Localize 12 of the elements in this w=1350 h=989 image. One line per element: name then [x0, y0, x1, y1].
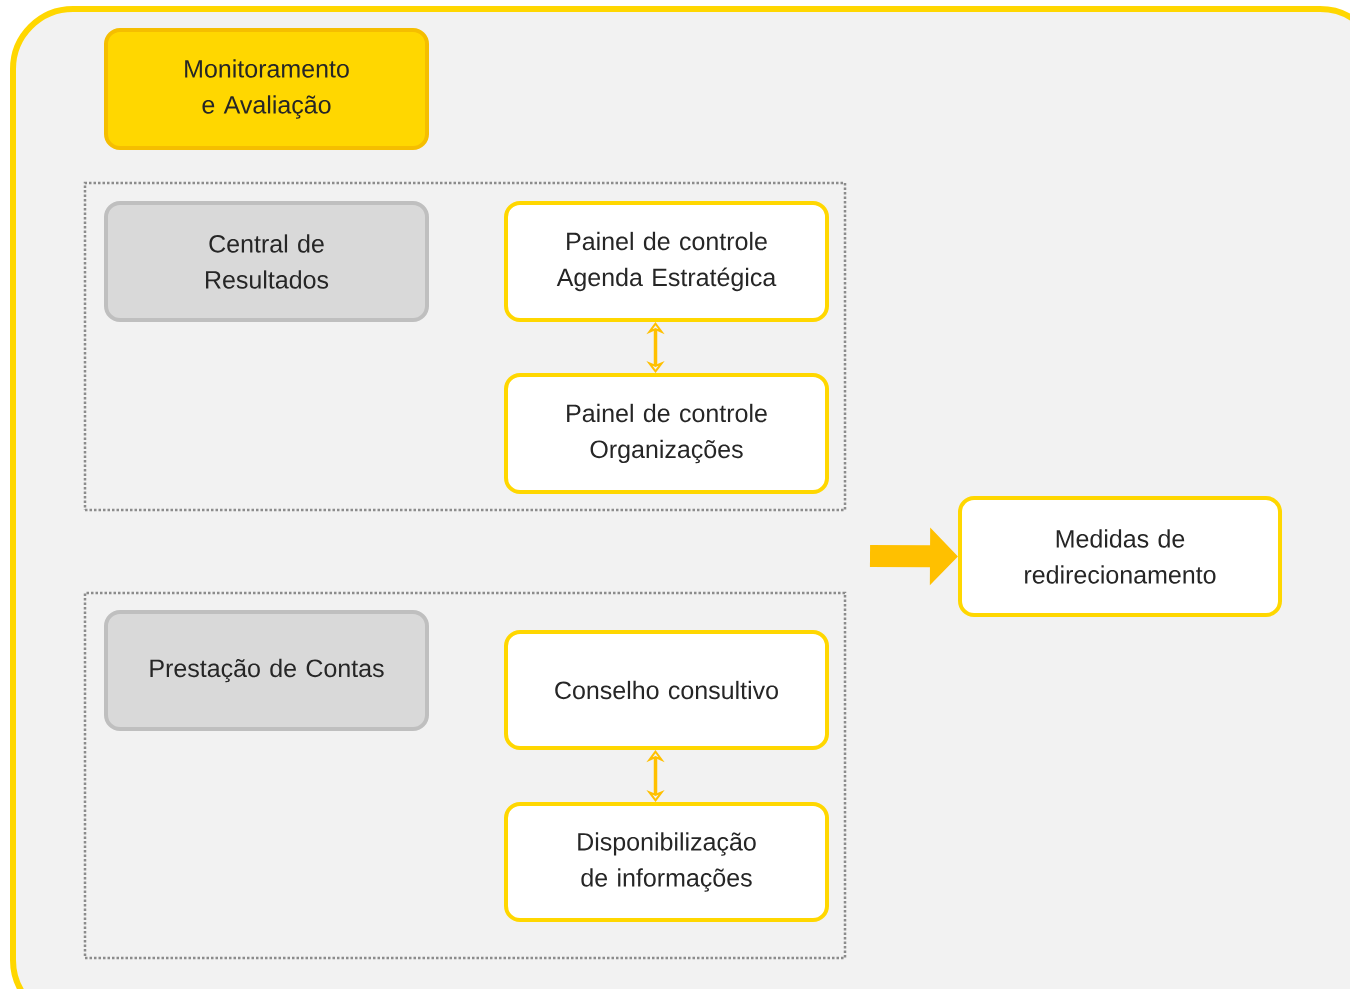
- process-box: Medidas de redirecionamento: [958, 496, 1282, 617]
- group-frame: [83, 591, 847, 960]
- process-box: Painel de controle Organizações: [504, 373, 829, 494]
- title-box: Monitoramento e Avaliação: [104, 28, 429, 150]
- group-frame: [83, 181, 847, 512]
- process-box: Painel de controle Agenda Estratégica: [504, 201, 829, 322]
- arrow: [646, 322, 665, 373]
- process-box: Disponibilização de informações: [504, 802, 829, 922]
- category-box: Central de Resultados: [104, 201, 429, 322]
- arrow: [646, 750, 665, 802]
- category-box: Prestação de Contas: [104, 610, 429, 731]
- process-box: Conselho consultivo: [504, 630, 829, 750]
